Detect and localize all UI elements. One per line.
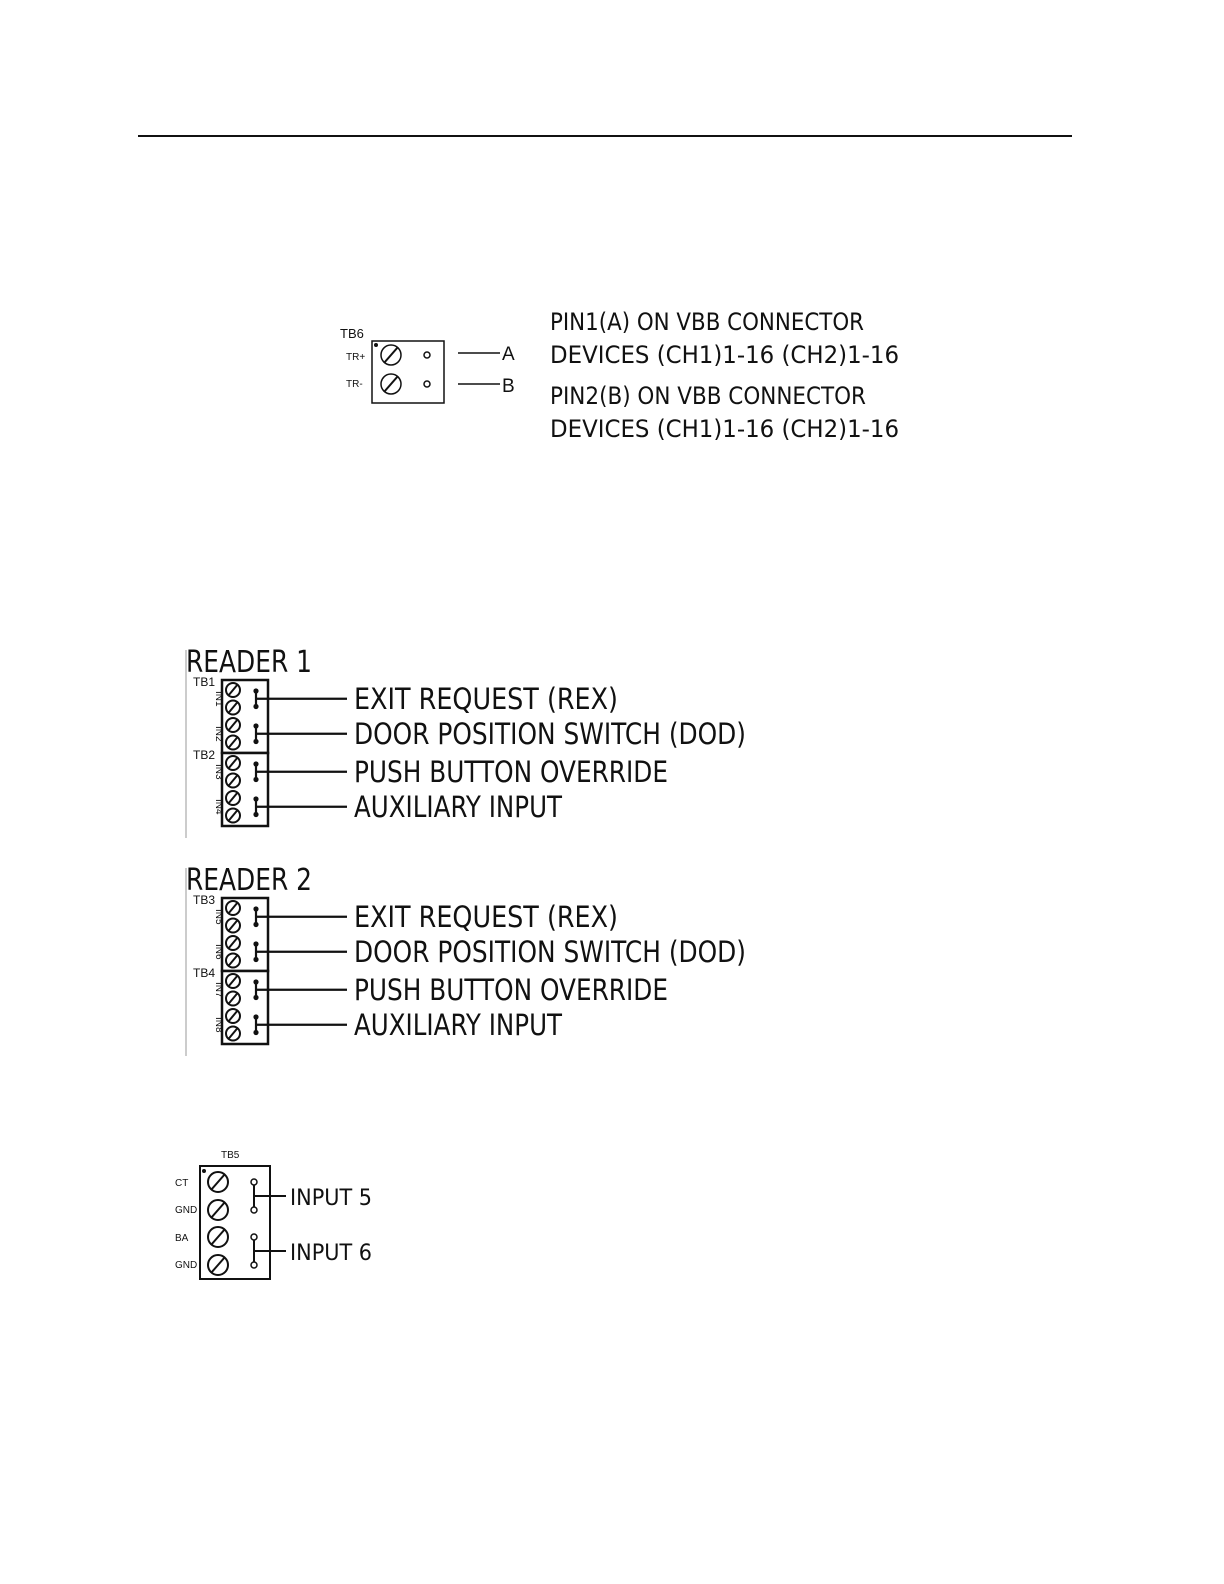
signal-label: DOOR POSITION SWITCH (DOD) xyxy=(354,717,746,751)
input-pin-label: IN5 xyxy=(213,909,224,925)
tb5-screws xyxy=(207,1171,229,1276)
tb5-jumper-2 xyxy=(250,1233,286,1269)
screw-icon xyxy=(225,772,241,789)
screw-icon xyxy=(225,717,241,733)
screw-icon xyxy=(225,699,241,716)
tb5-label: TB5 xyxy=(221,1150,240,1161)
tb6-terminal-block xyxy=(371,340,445,404)
terminal-block-label: TB1 xyxy=(193,675,215,689)
input-pin-label: IN7 xyxy=(213,982,224,998)
signal-label: DOOR POSITION SWITCH (DOD) xyxy=(354,935,746,969)
tb6-desc-line-4: DEVICES (CH1)1-16 (CH2)1-16 xyxy=(550,415,899,443)
tb5-terminal-block xyxy=(199,1165,271,1280)
tb5-pin1-marker xyxy=(202,1169,206,1173)
input-pin-label: IN3 xyxy=(213,764,224,780)
screw-icon xyxy=(225,1025,241,1042)
tb5-jumper-1 xyxy=(250,1178,286,1214)
signal-label: EXIT REQUEST (REX) xyxy=(354,682,618,716)
tb5-input-6-label: INPUT 6 xyxy=(290,1241,372,1266)
tb6-wire-label-a: A xyxy=(502,344,515,365)
terminal-block-label: TB2 xyxy=(193,748,215,762)
screw-icon xyxy=(225,807,241,824)
tb6-pin1-marker xyxy=(374,343,378,347)
tb5-diagram: TB5 CT GND BA GND INPUT 5 INPUT 6 xyxy=(175,1150,372,1280)
terminal-block-label: TB4 xyxy=(193,966,215,980)
screw-icon xyxy=(207,1171,229,1193)
input-pin-label: IN1 xyxy=(213,691,224,707)
screw-icon xyxy=(225,973,241,989)
screw-icon xyxy=(225,755,241,771)
signal-label: EXIT REQUEST (REX) xyxy=(354,900,618,934)
tb5-pin-ct: CT xyxy=(175,1178,188,1189)
tb5-pin-gnd-2: GND xyxy=(175,1260,197,1271)
screw-icon xyxy=(225,917,241,934)
screw-icon xyxy=(225,990,241,1007)
screw-icon xyxy=(225,900,241,916)
signal-label: AUXILIARY INPUT xyxy=(354,1008,562,1042)
tb6-desc-line-2: DEVICES (CH1)1-16 (CH2)1-16 xyxy=(550,341,899,369)
tb6-desc-line-1: PIN1(A) ON VBB CONNECTOR xyxy=(550,308,864,336)
tb6-screw-1 xyxy=(380,344,402,366)
tb6-pin-tr-minus: TR- xyxy=(346,379,363,390)
reader-title: READER 2 xyxy=(186,863,312,898)
terminal-block xyxy=(220,751,270,828)
tb6-screw-2 xyxy=(380,373,402,395)
tb5-pin-ba: BA xyxy=(175,1233,189,1244)
tb6-contact-2 xyxy=(423,380,431,388)
signal-label: AUXILIARY INPUT xyxy=(354,790,562,824)
signal-label: PUSH BUTTON OVERRIDE xyxy=(354,755,668,789)
tb6-pin-tr-plus: TR+ xyxy=(346,352,365,363)
tb6-diagram: TB6 TR+ TR- A B PIN1(A) ON VBB CONNECTOR… xyxy=(340,308,899,443)
tb5-input-5-label: INPUT 5 xyxy=(290,1186,372,1211)
tb6-contact-1 xyxy=(423,351,431,359)
tb6-label: TB6 xyxy=(340,326,364,341)
tb6-desc-line-3: PIN2(B) ON VBB CONNECTOR xyxy=(550,382,866,410)
tb5-pin-gnd-1: GND xyxy=(175,1205,197,1216)
screw-icon xyxy=(207,1254,229,1276)
screw-icon xyxy=(225,935,241,951)
terminal-block xyxy=(220,896,270,973)
input-pin-label: IN6 xyxy=(213,944,224,960)
signal-label: PUSH BUTTON OVERRIDE xyxy=(354,973,668,1007)
screw-icon xyxy=(225,682,241,698)
terminal-block xyxy=(220,969,270,1046)
terminal-block xyxy=(220,678,270,755)
screw-icon xyxy=(225,734,241,751)
tb6-wire-label-b: B xyxy=(502,376,515,397)
screw-icon xyxy=(225,790,241,806)
screw-icon xyxy=(207,1199,229,1221)
input-pin-label: IN8 xyxy=(213,1017,224,1033)
screw-icon xyxy=(225,952,241,969)
screw-icon xyxy=(225,1008,241,1024)
reader-title: READER 1 xyxy=(186,645,312,680)
input-pin-label: IN4 xyxy=(213,799,224,815)
screw-icon xyxy=(207,1226,229,1248)
input-pin-label: IN2 xyxy=(213,726,224,742)
terminal-block-label: TB3 xyxy=(193,893,215,907)
